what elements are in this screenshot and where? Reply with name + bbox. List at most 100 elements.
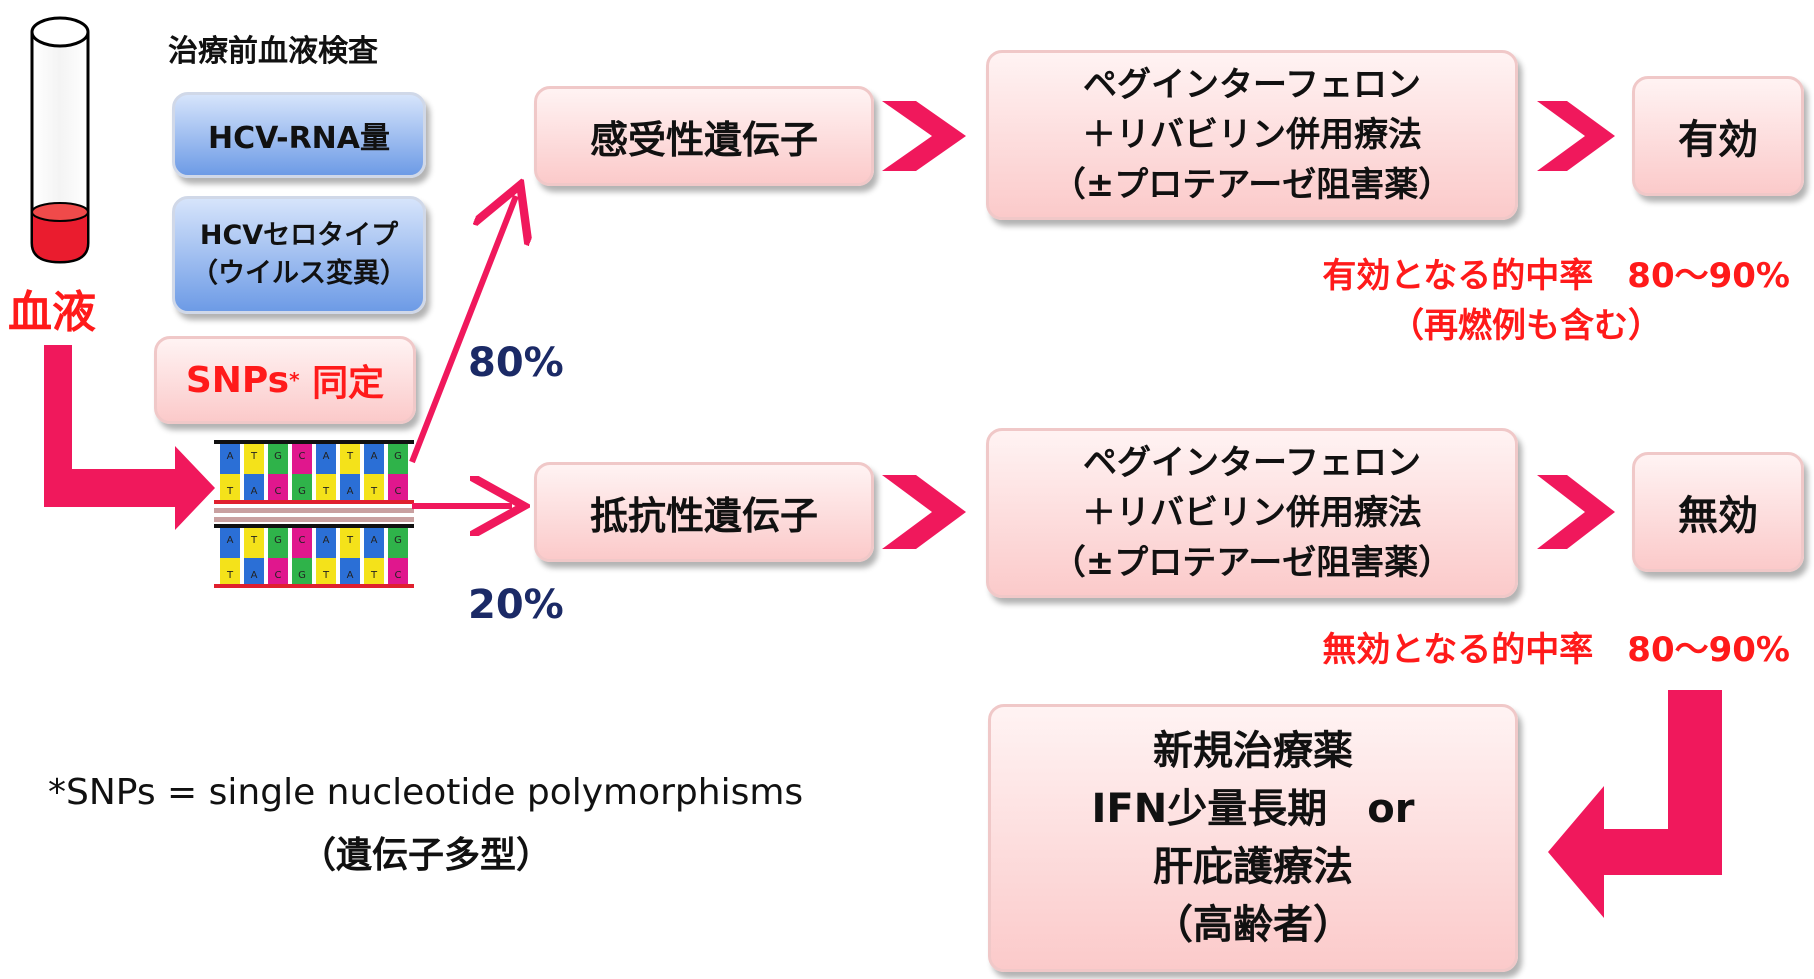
dna-base-bottom	[388, 474, 408, 500]
dna-base-top	[388, 528, 408, 558]
dna-base-letter: C	[299, 535, 306, 546]
hcv-rna-box: HCV-RNA量	[172, 92, 426, 178]
dna-base-top	[220, 444, 240, 474]
ineffective-result-label: 無効	[1678, 493, 1758, 539]
dna-base-top	[292, 444, 312, 474]
dna-backbone-upper	[214, 500, 414, 504]
upper-therapy-line2: ＋リバビリン併用療法	[1082, 115, 1422, 155]
dna-base-bottom	[340, 558, 360, 584]
sensitive-gene-box: 感受性遺伝子	[534, 86, 874, 186]
snps-asterisk: *	[289, 368, 300, 392]
dna-backbone-upper	[214, 440, 414, 444]
dna-base-top	[244, 528, 264, 558]
dna-base-letter: A	[323, 535, 330, 546]
dna-base-letter: A	[371, 535, 378, 546]
dna-base-letter: G	[394, 535, 402, 546]
dna-base-letter: T	[226, 570, 234, 581]
dna-base-letter: C	[275, 570, 282, 581]
dna-separator	[214, 508, 414, 513]
dna-base-top	[292, 528, 312, 558]
alternative-line3: 肝庇護療法	[1153, 844, 1353, 890]
footnote-line2: （遺伝子多型）	[300, 835, 553, 876]
dna-base-letter: A	[227, 535, 234, 546]
dna-base-letter: T	[226, 486, 234, 497]
snps-box: SNPs* 同定	[154, 336, 416, 424]
dna-base-letter: T	[250, 535, 258, 546]
upper-therapy-box: ペグインターフェロン ＋リバビリン併用療法 （±プロテアーゼ阻害薬）	[986, 50, 1518, 220]
dna-base-letter: T	[322, 570, 330, 581]
dna-base-letter: A	[227, 451, 234, 462]
lower-therapy-box: ペグインターフェロン ＋リバビリン併用療法 （±プロテアーゼ阻害薬）	[986, 428, 1518, 598]
dna-base-letter: C	[275, 486, 282, 497]
dna-base-bottom	[220, 558, 240, 584]
dna-base-letter: A	[347, 570, 354, 581]
footnote-line1: *SNPs = single nucleotide polymorphisms	[48, 772, 804, 813]
dna-base-top	[268, 528, 288, 558]
dna-base-bottom	[388, 558, 408, 584]
dna-base-top	[388, 444, 408, 474]
effective-result-box: 有効	[1632, 76, 1804, 196]
dna-base-bottom	[244, 558, 264, 584]
dna-separator	[214, 517, 414, 522]
dna-base-letter: T	[370, 486, 378, 497]
dna-base-top	[220, 528, 240, 558]
lower-therapy-line1: ペグインターフェロン	[1083, 443, 1421, 483]
dna-base-letter: G	[394, 451, 402, 462]
test-tube-icon	[30, 16, 90, 264]
resistant-percent: 20%	[468, 582, 564, 628]
upper-therapy-line3: （±プロテアーゼ阻害薬）	[1051, 165, 1453, 205]
effective-rate-line2: （再燃例も含む）	[1390, 306, 1662, 346]
alternative-therapy-box: 新規治療薬 IFN少量長期 or 肝庇護療法 （高齢者）	[988, 704, 1518, 972]
dna-base-letter: G	[298, 486, 306, 497]
dna-base-top	[340, 444, 360, 474]
dna-base-bottom	[292, 558, 312, 584]
dna-base-letter: C	[395, 570, 402, 581]
dna-base-top	[364, 528, 384, 558]
resistant-gene-label: 抵抗性遺伝子	[589, 493, 818, 538]
dna-base-letter: A	[251, 570, 258, 581]
dna-base-top	[340, 528, 360, 558]
dna-base-letter: T	[250, 451, 258, 462]
blood-to-dna-arrow	[44, 345, 215, 530]
pretest-title: 治療前血液検査	[168, 34, 378, 69]
dna-backbone-lower	[214, 584, 414, 588]
alternative-line1: 新規治療薬	[1153, 728, 1353, 774]
dna-base-letter: A	[347, 486, 354, 497]
dna-base-letter: T	[346, 535, 354, 546]
dna-base-letter: T	[370, 570, 378, 581]
dna-base-bottom	[340, 474, 360, 500]
hcv-serotype-box: HCVセロタイプ （ウイルス変異）	[172, 196, 426, 314]
alternative-line2: IFN少量長期 or	[1091, 786, 1415, 832]
dna-base-letter: T	[322, 486, 330, 497]
dna-base-bottom	[244, 474, 264, 500]
ineffective-result-box: 無効	[1632, 452, 1804, 572]
dna-base-letter: C	[395, 486, 402, 497]
effective-result-label: 有効	[1678, 117, 1758, 163]
dna-base-bottom	[220, 474, 240, 500]
dna-base-letter: G	[298, 570, 306, 581]
dna-base-bottom	[364, 474, 384, 500]
upper-therapy-line1: ペグインターフェロン	[1083, 65, 1421, 105]
snps-label: SNPs	[185, 359, 290, 401]
dna-base-top	[316, 528, 336, 558]
sensitive-percent: 80%	[468, 340, 564, 386]
dna-base-bottom	[268, 474, 288, 500]
blood-label: 血液	[8, 287, 96, 338]
dna-base-top	[364, 444, 384, 474]
lower-therapy-line2: ＋リバビリン併用療法	[1082, 493, 1422, 533]
lower-therapy-line3: （±プロテアーゼ阻害薬）	[1051, 543, 1453, 583]
effective-rate-line1: 有効となる的中率 80～90%	[1322, 256, 1790, 296]
chevron-right-icon	[882, 475, 966, 549]
dna-base-top	[268, 444, 288, 474]
chevron-right-icon	[882, 101, 966, 171]
sensitive-path-arrow	[409, 196, 516, 464]
dna-base-letter: C	[299, 451, 306, 462]
dna-base-letter: G	[274, 535, 282, 546]
ineffective-rate-line1: 無効となる的中率 80～90%	[1322, 630, 1790, 670]
dna-backbone-lower	[214, 524, 414, 528]
dna-base-letter: A	[251, 486, 258, 497]
dna-base-bottom	[268, 558, 288, 584]
serotype-line1: HCVセロタイプ	[199, 220, 399, 251]
